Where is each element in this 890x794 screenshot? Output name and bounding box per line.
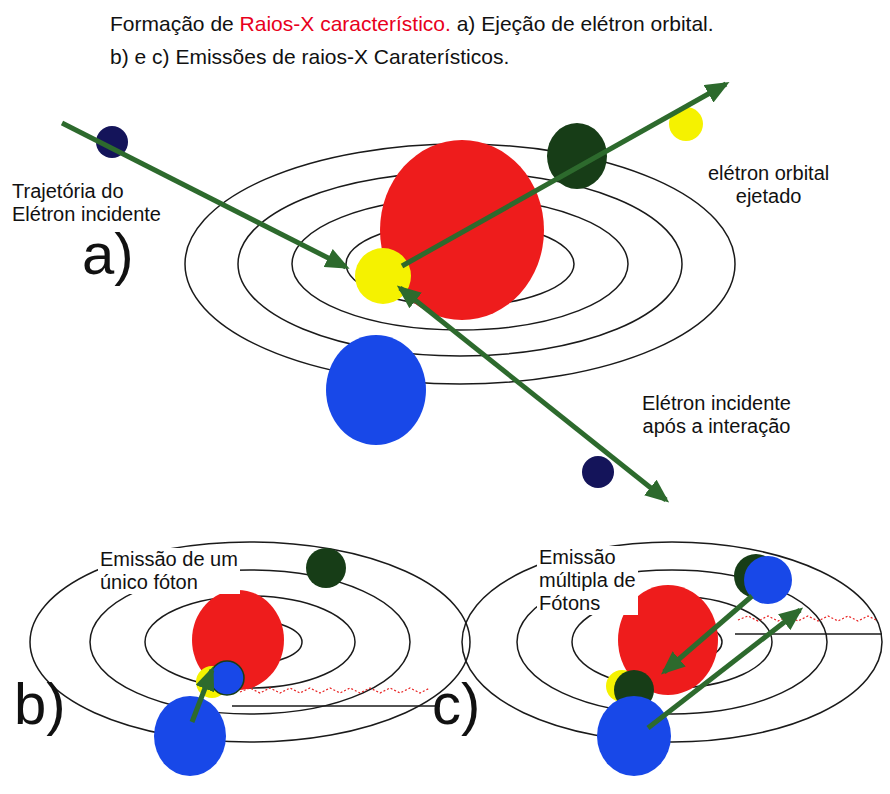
electron-blue xyxy=(154,696,226,776)
title: Formação de Raios-X característico. a) E… xyxy=(110,8,714,73)
electron-dark xyxy=(306,548,346,588)
orbits-b xyxy=(30,542,470,742)
transition-arrow xyxy=(192,670,212,722)
photon-wave xyxy=(240,688,430,693)
part-letter: b) xyxy=(12,672,68,736)
ejected-label: elétron orbital ejetado xyxy=(706,162,831,208)
incident-electron xyxy=(582,456,614,488)
part-letter: c) xyxy=(430,672,482,736)
emission-label: Emissão de um único fóton xyxy=(98,548,240,594)
after-label: Elétron incidente após a interação xyxy=(640,392,793,438)
orbits-c xyxy=(462,542,882,742)
energy-level xyxy=(735,633,882,635)
trajectories xyxy=(62,84,726,500)
transition-arrows xyxy=(648,596,800,728)
electron-blue xyxy=(597,696,671,776)
electron-blue xyxy=(326,335,426,445)
incident-label: Trajetória do Elétron incidente xyxy=(10,180,163,226)
emission-label: Emissão múltipla de Fótons xyxy=(537,546,638,615)
energy-level xyxy=(232,705,440,707)
part-letter: a) xyxy=(80,222,136,286)
electron-yellow xyxy=(355,248,411,304)
electron-blue xyxy=(210,661,244,695)
photon-wave xyxy=(738,616,876,621)
